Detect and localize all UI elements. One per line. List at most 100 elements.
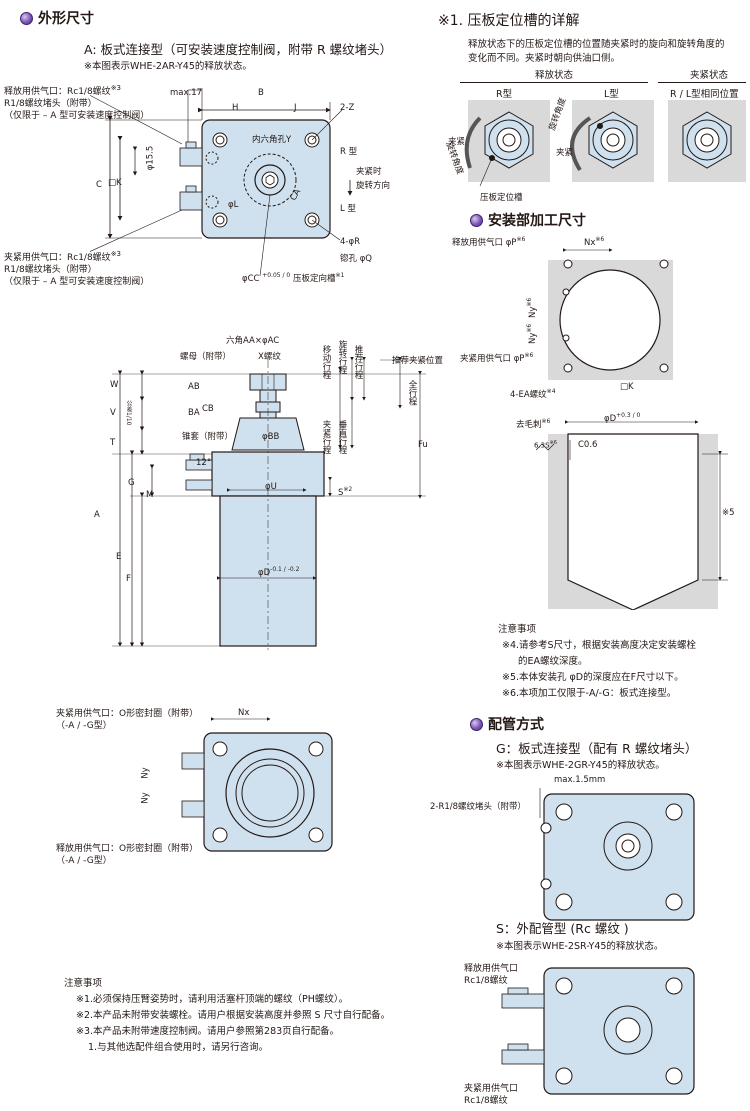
label-rotate1: 夹紧时 — [356, 167, 382, 177]
install-clamp-port: 夹紧用供气口 φP※6 — [460, 352, 534, 364]
install-top-drawing — [548, 248, 673, 380]
dim-D: φD-0.1 / -0.2 — [258, 566, 300, 578]
dim-E: E — [116, 552, 122, 562]
outline-title-text: 外形尺寸 — [38, 11, 94, 27]
dim-BB: φBB — [262, 432, 280, 442]
dim-A: A — [94, 510, 100, 520]
section-bullet-icon — [470, 213, 483, 227]
cone-sleeve — [231, 417, 305, 451]
install-C06: C0.6 — [578, 440, 598, 450]
groove-release-state: 释放状态 — [535, 70, 574, 81]
clamp-port-callout: 夹紧用供气口：Rc1/8螺纹※3 R1/8螺纹堵头（附带） （仅限于 – A 型… — [4, 250, 150, 287]
dim-U: φU — [265, 482, 277, 492]
install-roughness: 6.3S※6 — [534, 440, 557, 450]
label-L-type: L 型 — [340, 204, 356, 214]
install-Ny2: Ny※6 — [526, 323, 539, 345]
dim-bottom-Ny1: Ny — [140, 767, 151, 779]
install-depth-mark: ※5 — [722, 508, 735, 518]
label-hex-hole: 内六角孔Y — [252, 135, 292, 145]
install-title-text: 安装部加工尺寸 — [488, 213, 586, 229]
piping-S-clamp: 夹紧用供气口 Rc1/8螺纹 — [464, 1084, 519, 1106]
dim-counterbore: 锪孔 φQ — [340, 254, 372, 264]
dim-phi155: φ15.5 — [145, 145, 156, 171]
dim-tol: 公差1/10 — [125, 400, 132, 426]
piping-S-title: S：外配管型 (Rc 螺纹 ) — [496, 921, 629, 936]
label-clamp-stroke: 夹紧行程 — [321, 420, 331, 454]
piping-max15: max.1.5mm — [554, 775, 606, 785]
dim-BA: BA — [188, 408, 200, 418]
dim-CC: φCC +0.05 / 0 压板定向槽※1 — [242, 272, 345, 284]
dim-max17: max.17 — [170, 88, 203, 98]
dim-Fu: Fu — [418, 440, 428, 450]
groove-R-type: R型 — [496, 89, 513, 100]
divider-release — [460, 82, 648, 83]
dim-J: J — [294, 103, 297, 113]
label-full-stroke: 全行程 — [407, 380, 417, 406]
piping-S-drawing — [501, 967, 695, 1095]
dim-C: C — [96, 180, 102, 190]
groove-label: 压板定位槽 — [480, 193, 523, 203]
groove-desc1: 释放状态下的压板定位槽的位置随夹紧时的旋向和旋转角度的 — [468, 39, 725, 50]
dim-V: V — [110, 408, 116, 418]
top-view-drawing — [90, 88, 353, 277]
install-section-drawing — [535, 420, 728, 610]
bottom-view-drawing — [181, 717, 333, 852]
dim-AB: AB — [188, 382, 200, 392]
outline-section-title: 外形尺寸 — [20, 8, 94, 28]
groove-desc2: 变化而不同。夹紧时朝向供油口侧。 — [468, 53, 621, 64]
label-rotate-stroke: 旋转行程 — [337, 340, 347, 374]
label-R-type: R 型 — [340, 147, 358, 157]
label-vertical-stroke: 垂直行程 — [337, 420, 347, 454]
install-notes: 注意事项 ※4.请参考S尺寸，根据安装高度决定安装螺栓 的EA螺纹深度。 ※5.… — [498, 624, 697, 699]
install-K: □K — [620, 382, 634, 392]
label-recommend-stroke: 推荐行程 — [353, 345, 363, 379]
dim-bottom-Ny2: Ny — [140, 792, 151, 804]
dim-M: M — [146, 490, 154, 500]
dim-W: W — [110, 380, 119, 390]
dim-H: H — [232, 103, 239, 113]
dim-S: S※2 — [338, 486, 353, 498]
install-EA: 4-EA螺纹※4 — [510, 388, 556, 400]
divider-clamp — [658, 82, 746, 83]
groove-RL-same: R / L型相同位置 — [670, 89, 739, 100]
piping-title-text: 配管方式 — [488, 717, 544, 733]
groove-clamp-L: 夹紧 — [556, 148, 574, 158]
piping-G-note: ※本图表示WHE-2GR-Y45的释放状态。 — [496, 760, 665, 771]
dim-CB: CB — [202, 404, 214, 414]
typeA-title: A: 板式连接型（可安装速度控制阀，附带 R 螺纹堵头） — [84, 42, 393, 57]
install-Nx: Nx※6 — [584, 236, 605, 248]
piping-section-title: 配管方式 — [470, 714, 544, 734]
piping-G-title: G：板式连接型（配有 R 螺纹堵头） — [496, 741, 698, 756]
label-cone: 锥套（附带） — [182, 432, 234, 442]
label-rotate2: 旋转方向 — [356, 181, 391, 191]
dim-hex: 六角AA×φAC — [226, 336, 280, 346]
groove-L-type: L型 — [604, 89, 619, 100]
piping-S-note: ※本图表示WHE-2SR-Y45的释放状态。 — [496, 941, 664, 952]
dim-F: F — [126, 574, 131, 584]
left-notes: 注意事项 ※1.必须保持压臂姿势时，请利用活塞杆顶端的螺纹（PH螺纹）。 ※2.… — [64, 978, 391, 1053]
label-recommend-pos: 推荐夹紧位置 — [392, 356, 444, 366]
dim-angle: 12° — [196, 458, 212, 468]
section-bullet-icon — [470, 717, 483, 731]
install-release-port: 释放用供气口 φP※6 — [452, 236, 526, 248]
dim-4R: 4-φR — [340, 237, 360, 247]
install-deburr: 去毛刺※6 — [516, 418, 551, 430]
dim-T: T — [110, 438, 116, 448]
typeA-note: ※本图表示WHE-2AR-Y45的释放状态。 — [84, 61, 252, 72]
bottom-release-callout: 释放用供气口：O形密封圈（附带） （-A / -G型） — [56, 844, 199, 866]
section-bullet-icon — [20, 11, 33, 25]
dim-K: □K — [108, 178, 122, 188]
install-section-title: 安装部加工尺寸 — [470, 210, 586, 230]
dim-G: G — [128, 478, 135, 488]
groove-clamp-state: 夹紧状态 — [690, 70, 729, 81]
label-nut: 螺母（附带） — [180, 352, 232, 362]
piping-S-release: 释放用供气口 Rc1/8螺纹 — [464, 964, 519, 986]
install-D: φD+0.3 / 0 — [604, 412, 641, 424]
side-view-drawing — [112, 357, 430, 650]
dim-B: B — [258, 88, 264, 98]
label-move-stroke: 移动行程 — [321, 345, 331, 379]
install-Ny1: Ny※6 — [526, 297, 539, 319]
bottom-clamp-callout: 夹紧用供气口：O形密封圈（附带） （-A / -G型） — [56, 709, 199, 731]
piping-G-drawing — [539, 788, 695, 921]
release-port-callout: 释放用供气口：Rc1/8螺纹※3 R1/8螺纹堵头（附带） （仅限于 – A 型… — [4, 84, 150, 121]
